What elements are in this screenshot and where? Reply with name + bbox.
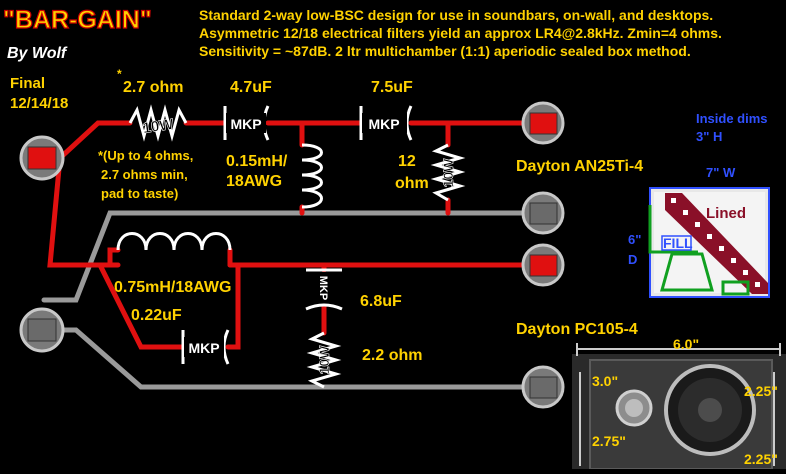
capacitor-c4-value: 6.8uF	[360, 293, 402, 310]
title: "BAR-GAIN"	[3, 6, 152, 34]
box-lined-label: Lined	[706, 205, 746, 222]
capacitor-c1: MKP	[223, 105, 270, 141]
photo-left-bottom-dim: 2.75"	[592, 433, 626, 449]
woofer-terminal-negative	[521, 365, 565, 409]
driver-photo: 6.0" 3.0" 2.25" 2.75" 2.25"	[572, 336, 786, 470]
shunt-resistor-body: 10W	[440, 158, 456, 188]
inductor-l2	[116, 232, 232, 251]
series-resistor-note-2: 2.7 ohms min,	[101, 167, 188, 182]
capacitor-c2-value: 7.5uF	[371, 79, 413, 96]
series-resistor-asterisk: *	[117, 67, 122, 81]
shunt-resistor-value-2: ohm	[395, 175, 429, 192]
tweeter-terminal-positive	[521, 101, 565, 145]
inductor-l1-value-1: 0.15mH/	[226, 153, 288, 170]
byline: By Wolf	[7, 45, 68, 62]
inductor-l1-value-2: 18AWG	[226, 173, 282, 190]
woofer-terminal-positive	[521, 243, 565, 287]
photo-width-dim: 6.0"	[673, 336, 699, 352]
capacitor-c1-value: 4.7uF	[230, 79, 272, 96]
box-cross-section: Lined FILL	[648, 187, 770, 298]
box-fill-label: FILL	[663, 235, 693, 251]
tweeter-terminal-negative	[521, 191, 565, 235]
capacitor-c4-body: MKP	[317, 276, 329, 300]
input-terminal-negative	[19, 307, 65, 353]
photo-tweeter-dim: 3.0"	[592, 373, 618, 389]
shunt-resistor: 10W	[430, 143, 466, 202]
description-line-1: Standard 2-way low-BSC design for use in…	[199, 7, 713, 23]
woofer-label: Dayton PC105-4	[516, 321, 638, 338]
zobel-resistor-body: 10W	[316, 345, 332, 375]
series-resistor: 10W	[128, 104, 188, 142]
shunt-resistor-value-1: 12	[398, 153, 416, 170]
description-line-3: Sensitivity = ~87dB. 2 ltr multichamber …	[199, 43, 691, 59]
capacitor-c3: MKP	[181, 329, 230, 365]
capacitor-c2-body: MKP	[368, 116, 399, 132]
capacitor-c4: MKP	[305, 268, 343, 311]
description-line-2: Asymmetric 12/18 electrical filters yiel…	[199, 25, 722, 41]
photo-right-bottom-dim: 2.25"	[744, 451, 778, 467]
capacitor-c3-value: 0.22uF	[131, 307, 182, 324]
inductor-l1	[301, 143, 323, 209]
box-depth-label-2: D	[628, 252, 637, 267]
box-title-2: 3" H	[696, 129, 722, 144]
box-depth-label-1: 6"	[628, 232, 641, 247]
final-label: Final	[10, 75, 45, 92]
series-resistor-note-1: *(Up to 4 ohms,	[98, 148, 193, 163]
final-date: 12/14/18	[10, 95, 68, 112]
capacitor-c1-body: MKP	[230, 116, 261, 132]
capacitor-c2: MKP	[359, 105, 413, 141]
series-resistor-value: 2.7 ohm	[123, 79, 183, 96]
series-resistor-body: 10W	[142, 116, 176, 137]
box-title-1: Inside dims	[696, 111, 768, 126]
box-width-label: 7" W	[706, 165, 736, 180]
zobel-resistor-value: 2.2 ohm	[362, 347, 422, 364]
series-resistor-note-3: pad to taste)	[101, 186, 178, 201]
capacitor-c3-body: MKP	[188, 340, 219, 356]
tweeter-label: Dayton AN25Ti-4	[516, 158, 643, 175]
positive-wiring	[47, 120, 528, 350]
input-terminal-positive	[19, 135, 65, 181]
photo-right-top-dim: 2.25"	[744, 383, 778, 399]
inductor-l2-value: 0.75mH/18AWG	[114, 279, 231, 296]
zobel-resistor: 10W	[306, 331, 342, 389]
